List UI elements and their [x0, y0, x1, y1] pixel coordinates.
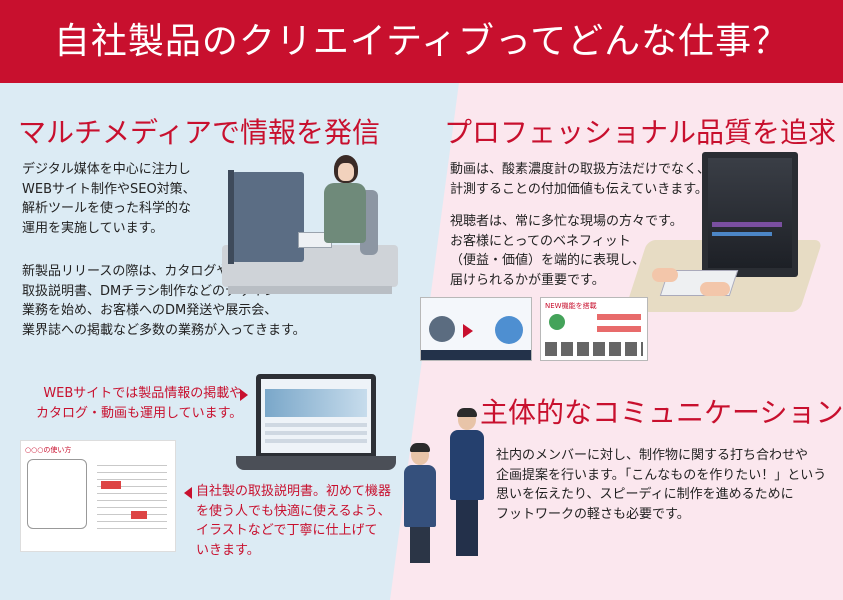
text-line: フットワークの軽さも必要です。 [496, 506, 690, 522]
device-image [429, 316, 455, 342]
timeline-bar [712, 232, 772, 236]
text-line: 計測することの付加価値も伝えていきます。 [450, 181, 708, 197]
hair [410, 443, 430, 452]
woman-illustration [320, 155, 370, 260]
monitor-screen [708, 158, 792, 268]
text-line: （便益・価値）を端的に表現し、 [450, 253, 646, 268]
text-line: 解析ツールを使った科学的な [22, 201, 192, 216]
text-line: 新製品リリースの際は、カタログや [22, 264, 230, 279]
header-banner: 自社製品のクリエイティブってどんな仕事？ [0, 0, 843, 83]
page-title: 自社製品のクリエイティブってどんな仕事？ [53, 21, 790, 62]
text-line: 視聴者は、常に多忙な現場の方々です。 [450, 214, 683, 229]
text-line: 取扱説明書、DMチラシ制作などのデザイン [22, 283, 277, 299]
text-line: 運用を実施しています。 [22, 220, 164, 236]
media-para1: デジタル媒体を中心に注力し WEBサイト制作やSEO対策、 解析ツールを使った科… [22, 160, 196, 238]
text-line: 業務を始め、お客様へのDM発送や展示会、 [22, 303, 278, 318]
hand-illustration [700, 282, 730, 296]
text-line: 自社製の取扱説明書。初めて機器 [196, 484, 392, 499]
heading-communication: 主体的なコミュニケーション [480, 396, 843, 429]
text-line: WEBサイト制作やSEO対策、 [22, 181, 196, 197]
text-line: 思いを伝えたり、スピーディに制作を進めるために [496, 487, 794, 502]
text-line: カタログ・動画も運用しています。 [36, 405, 243, 421]
product-row [545, 342, 643, 356]
arrow-right-icon [463, 324, 473, 338]
pointer-left-icon [184, 487, 192, 499]
text-line: 社内のメンバーに対し、制作物に関する打ち合わせや [496, 448, 809, 463]
timeline-bar [712, 222, 782, 227]
text-line: いきます。 [196, 542, 260, 558]
video-thumbnail-1 [420, 297, 532, 361]
check-icon [549, 314, 565, 330]
heading-multimedia: マルチメディアで情報を発信 [18, 116, 381, 149]
text-line: 届けられるかが重要です。 [450, 272, 605, 288]
text-line: お客様にとってのベネフィット [450, 233, 631, 249]
torso [324, 183, 366, 243]
comm-para: 社内のメンバーに対し、制作物に関する打ち合わせや 企画提案を行います。「こんなも… [496, 446, 826, 524]
quality-para1: 動画は、酸素濃度計の取扱方法だけでなく、 計測することの付加価値も伝えていきます… [450, 160, 710, 199]
face [338, 163, 354, 181]
legs [410, 527, 430, 563]
video-editing-monitor [702, 152, 798, 277]
text-line: デジタル媒体を中心に注力し [22, 162, 191, 177]
laptop-base [236, 456, 396, 470]
suit [450, 430, 484, 500]
suit [404, 465, 436, 527]
text-line: 業界誌への掲載など多数の業務が入ってきます。 [22, 322, 306, 338]
highlight-bar [597, 314, 641, 320]
device-sketch [27, 459, 87, 529]
website-line [265, 439, 367, 443]
laptop-illustration [256, 374, 376, 456]
warning-label [101, 481, 121, 489]
web-note: WEBサイトでは製品情報の掲載や カタログ・動画も運用しています。 [36, 384, 242, 423]
manual-title: ○○○の使い方 [25, 446, 72, 454]
monitor-illustration [228, 170, 304, 264]
media-para2: 新製品リリースの際は、カタログや 取扱説明書、DMチラシ制作などのデザイン 業務… [22, 262, 306, 340]
website-line [265, 423, 367, 427]
website-line [265, 431, 367, 435]
man-illustration [402, 443, 438, 565]
manual-note: 自社製の取扱説明書。初めて機器 を使う人でも快適に使えるよう、 イラストなどで丁… [196, 482, 391, 560]
quality-para2: 視聴者は、常に多忙な現場の方々です。 お客様にとってのベネフィット （便益・価値… [450, 212, 683, 290]
heading-quality: プロフェッショナル品質を追求 [444, 116, 837, 149]
caption-strip [421, 350, 531, 360]
warning-label [131, 511, 147, 519]
desk-edge [228, 286, 392, 294]
hand-illustration [652, 268, 678, 282]
device-image [495, 316, 523, 344]
video-thumbnail-2: NEW機能を搭載 [540, 297, 648, 361]
man-illustration [448, 408, 486, 560]
pointer-right-icon [240, 389, 248, 401]
legs [456, 500, 478, 556]
manual-thumbnail: ○○○の使い方 [20, 440, 176, 552]
text-line: を使う人でも快適に使えるよう、 [196, 503, 391, 519]
thumbnail-title: NEW機能を搭載 [545, 302, 597, 310]
text-line: イラストなどで丁寧に仕上げて [196, 523, 378, 538]
text-line: 企画提案を行います。「こんなものを作りたい！」という [496, 467, 827, 483]
website-screen [261, 379, 371, 453]
text-line: WEBサイトでは製品情報の掲載や [43, 386, 243, 401]
highlight-bar [597, 326, 641, 332]
website-hero [265, 389, 367, 417]
text-line: 動画は、酸素濃度計の取扱方法だけでなく、 [450, 162, 711, 177]
hair [457, 408, 477, 417]
